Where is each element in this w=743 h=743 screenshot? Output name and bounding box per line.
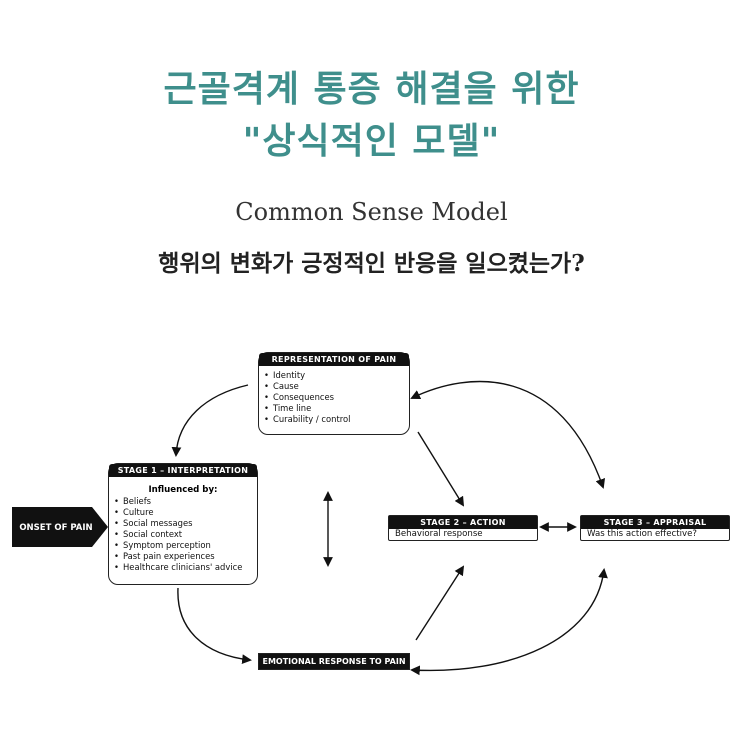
list-item: Symptom perception — [114, 540, 257, 551]
onset-label: ONSET OF PAIN — [19, 523, 92, 533]
representation-box: REPRESENTATION OF PAIN Identity Cause Co… — [258, 352, 410, 435]
list-item: Social context — [114, 529, 257, 540]
stage3-text: Was this action effective? — [587, 529, 697, 539]
title-line-2: "상식적인 모델" — [242, 121, 501, 162]
arrow-rep-to-stage1 — [171, 384, 249, 457]
stage1-list: Beliefs Culture Social messages Social c… — [109, 496, 257, 573]
list-item: Curability / control — [264, 414, 409, 425]
arrow-rep-to-stage2 — [417, 431, 465, 507]
stage1-title: STAGE 1 – INTERPRETATION — [109, 464, 257, 477]
stage2-title: STAGE 2 – ACTION — [389, 516, 537, 529]
onset-arrow-shape — [12, 507, 108, 547]
arrow-stage1-to-emotional — [177, 587, 252, 665]
stage1-box: STAGE 1 – INTERPRETATION Influenced by: … — [108, 463, 258, 585]
arrow-emotional-stage3 — [410, 568, 608, 676]
stage1-influenced-label: Influenced by: — [148, 485, 218, 495]
title-line-1: 근골격계 통증 해결을 위한 — [163, 69, 580, 110]
list-item: Social messages — [114, 518, 257, 529]
stage3-box: STAGE 3 – APPRAISAL Was this action effe… — [580, 515, 730, 541]
subtitle: Common Sense Model — [235, 198, 508, 226]
arrow-rep-stage3 — [410, 380, 606, 489]
representation-title: REPRESENTATION OF PAIN — [259, 353, 409, 366]
emotional-response-box: EMOTIONAL RESPONSE TO PAIN — [258, 653, 410, 670]
list-item: Healthcare clinicians' advice — [114, 562, 257, 573]
list-item: Identity — [264, 370, 409, 381]
list-item: Beliefs — [114, 496, 257, 507]
stage2-box: STAGE 2 – ACTION Behavioral response — [388, 515, 538, 541]
list-item: Time line — [264, 403, 409, 414]
question: 행위의 변화가 긍정적인 반응을 일으켰는가? — [158, 250, 585, 277]
representation-list: Identity Cause Consequences Time line Cu… — [259, 370, 409, 425]
list-item: Cause — [264, 381, 409, 392]
arrow-emotional-to-stage2 — [415, 565, 465, 641]
list-item: Past pain experiences — [114, 551, 257, 562]
stage2-text: Behavioral response — [395, 529, 483, 539]
list-item: Consequences — [264, 392, 409, 403]
stage3-title: STAGE 3 – APPRAISAL — [581, 516, 729, 529]
list-item: Culture — [114, 507, 257, 518]
